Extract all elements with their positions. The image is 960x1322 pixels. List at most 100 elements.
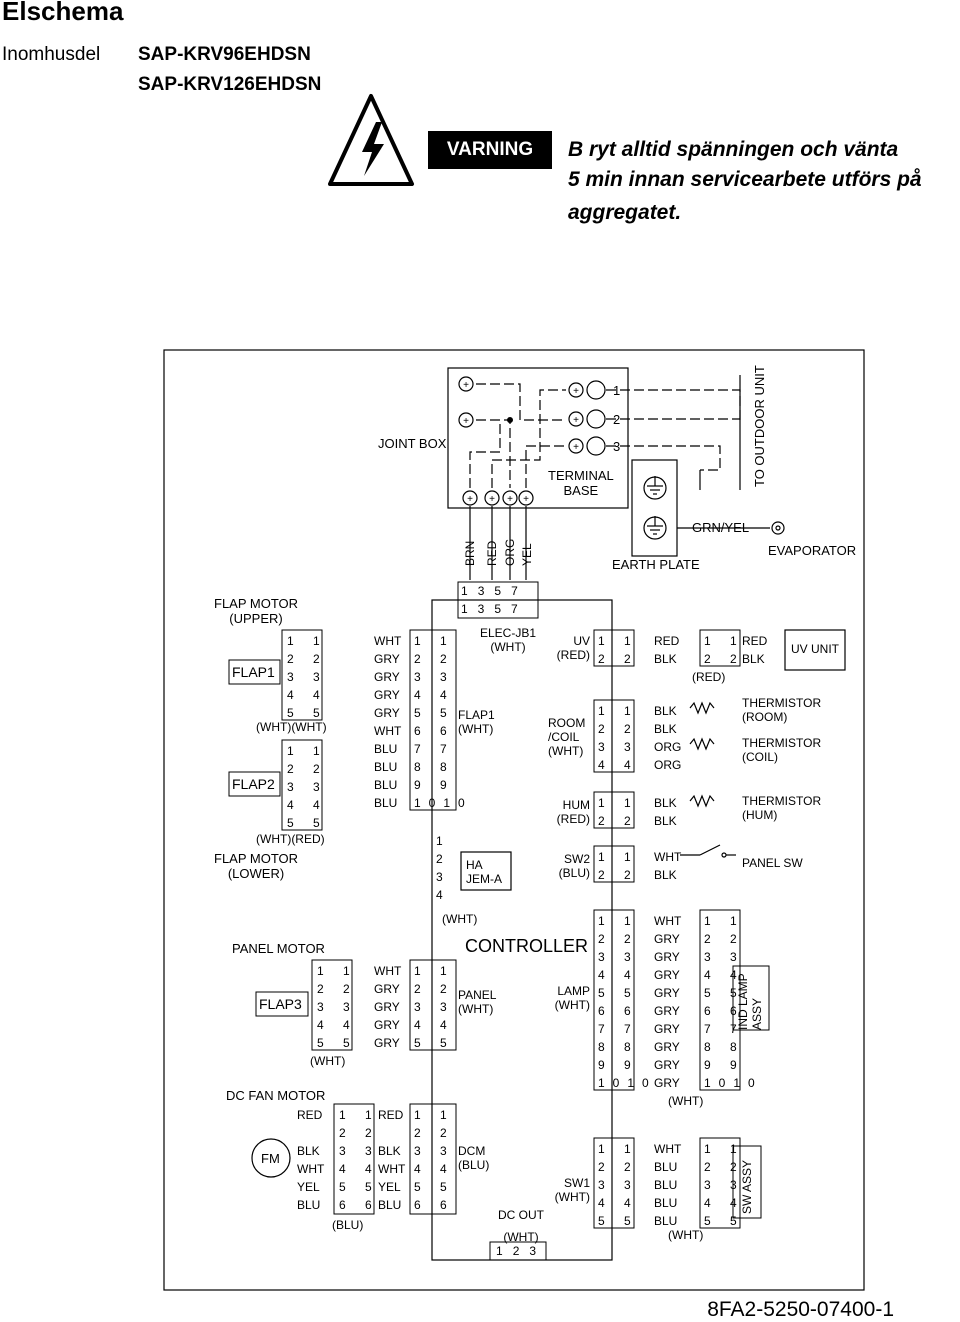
lamp-wire-2: GRY xyxy=(654,932,680,946)
flap-motor-upper-line-1: FLAP MOTOR xyxy=(214,596,299,611)
flap1-connector-colors: (WHT)(WHT) xyxy=(256,720,327,734)
unit-label: Inomhusdel xyxy=(2,44,101,65)
flap1-conn-line-2: (WHT) xyxy=(458,722,494,736)
top-pin-1: 1 xyxy=(461,584,478,598)
flap-motor-lower-label: FLAP MOTOR (LOWER) xyxy=(214,851,298,881)
flap-motor-upper-line-2: (UPPER) xyxy=(229,611,283,626)
ind-lamp-line-2: ASSY xyxy=(750,997,764,1030)
panel-conn-line-1: PANEL xyxy=(458,988,497,1002)
model-number-1: SAP-KRV96EHDSN xyxy=(138,44,311,65)
lamp-wire-3: GRY xyxy=(654,950,680,964)
ind-lamp-line-1: IND LAMP xyxy=(736,973,750,1030)
dcm-line-2: (BLU) xyxy=(458,1158,490,1172)
room-coil-wires: BLK BLK ORG ORG xyxy=(654,702,681,774)
sw2-wire-1: WHT xyxy=(654,850,682,864)
room-coil-line-2: /COIL xyxy=(548,730,580,744)
terminal-1-label: 1 xyxy=(613,383,621,398)
dcm-line-1: DCM xyxy=(458,1144,486,1158)
dc-out-pin-2: 2 xyxy=(512,1244,530,1258)
uv-connector-label: UV (RED) xyxy=(556,634,590,662)
high-voltage-warning-icon xyxy=(328,94,414,186)
hum-wire-2: BLK xyxy=(654,814,677,828)
lamp-wire-7: GRY xyxy=(654,1022,680,1036)
dc-out-pins: 123 xyxy=(496,1244,546,1258)
panel-sw-label: PANEL SW xyxy=(742,856,803,870)
joint-box-label: JOINT BOX xyxy=(378,436,447,451)
panel-wire-3: GRY xyxy=(374,1000,400,1014)
sw2-wires: WHT BLK xyxy=(654,848,681,884)
fan-right-wire-5: YEL xyxy=(378,1180,401,1194)
terminal-2-label: 2 xyxy=(613,412,621,427)
flap2-connector-colors: (WHT)(RED) xyxy=(256,832,325,846)
panel-conn-line-2: (WHT) xyxy=(458,1002,494,1016)
thermistor-room-line-2: (ROOM) xyxy=(742,710,788,724)
fan-right-wire-1: RED xyxy=(378,1108,404,1122)
ha-connector-color: (WHT) xyxy=(442,912,478,926)
panel-wire-5: GRY xyxy=(374,1036,400,1050)
dcm-connector-label: DCM (BLU) xyxy=(458,1144,489,1172)
panel-wire-colors: WHT GRY GRY GRY GRY xyxy=(374,962,401,1052)
svg-text:+: + xyxy=(467,494,473,505)
fan-right-wire-4: WHT xyxy=(378,1162,406,1176)
ha-pin-4: 4 xyxy=(436,888,443,902)
lamp-wire-4: GRY xyxy=(654,968,680,982)
evaporator-label: EVAPORATOR xyxy=(768,543,857,558)
uv-unit-box xyxy=(784,629,846,671)
room-coil-connector-label: ROOM /COIL (WHT) xyxy=(548,716,585,758)
flap-wire-9: BLU xyxy=(374,778,398,792)
top-connector-pins-2: 1357 xyxy=(461,602,528,616)
svg-text:+: + xyxy=(507,494,513,505)
sw2-line-1: SW2 xyxy=(563,852,590,866)
terminal-base-label: TERMINAL BASE xyxy=(548,468,614,498)
svg-text:+: + xyxy=(573,386,579,397)
fan-left-wire-3: BLK xyxy=(297,1144,320,1158)
room-coil-line-1: ROOM xyxy=(548,716,586,730)
hum-wire-1: BLK xyxy=(654,796,677,810)
hum-line-1: HUM xyxy=(562,798,590,812)
sw1-wire-5: BLU xyxy=(654,1214,678,1228)
flap-wire-1: WHT xyxy=(374,634,402,648)
sw1-connector-label: SW1 (WHT) xyxy=(550,1176,590,1204)
thermistor-coil-line-1: THERMISTOR xyxy=(742,736,822,750)
thermistor-hum-label: THERMISTOR (HUM) xyxy=(742,794,821,822)
flap-wire-4: GRY xyxy=(374,688,400,702)
ha-box xyxy=(460,851,512,891)
hum-connector-label: HUM (RED) xyxy=(554,798,590,826)
uv-line-2: (RED) xyxy=(556,648,590,662)
fan-left-wire-6: BLU xyxy=(297,1198,321,1212)
ha-jema-label: HA JEM-A xyxy=(466,858,502,886)
thermistor-hum-line-1: THERMISTOR xyxy=(742,794,822,808)
controller-label: CONTROLLER xyxy=(465,936,589,956)
warning-line-3: aggregatet. xyxy=(568,201,682,224)
ind-lamp-connector-color: (WHT) xyxy=(668,1094,704,1108)
svg-text:+: + xyxy=(489,494,495,505)
uv-out-wire-1: RED xyxy=(742,634,768,648)
panel-motor-label: PANEL MOTOR xyxy=(232,941,325,956)
panel-wire-1: WHT xyxy=(374,964,402,978)
earth-plate-box xyxy=(631,459,678,557)
svg-text:+: + xyxy=(573,442,579,453)
panel-wire-2: GRY xyxy=(374,982,400,996)
page-title: Elschema xyxy=(2,0,124,26)
uv-unit-label: UV UNIT xyxy=(791,642,839,656)
ha-line-2: JEM-A xyxy=(466,872,502,886)
flap-wire-7: BLU xyxy=(374,742,398,756)
model-number-2: SAP-KRV126EHDSN xyxy=(138,74,322,95)
thermistor-coil-line-2: (COIL) xyxy=(742,750,778,764)
ha-pin-3: 3 xyxy=(436,870,443,884)
flap2-label: FLAP2 xyxy=(232,776,275,792)
flap-wire-8: BLU xyxy=(374,760,398,774)
lamp-wire-9: GRY xyxy=(654,1058,680,1072)
panel-connector-color: (WHT) xyxy=(310,1054,346,1068)
panel-connector-label: PANEL (WHT) xyxy=(458,988,496,1016)
uv-out-wires: RED BLK xyxy=(742,632,767,668)
fan-left-wire-4: WHT xyxy=(297,1162,325,1176)
